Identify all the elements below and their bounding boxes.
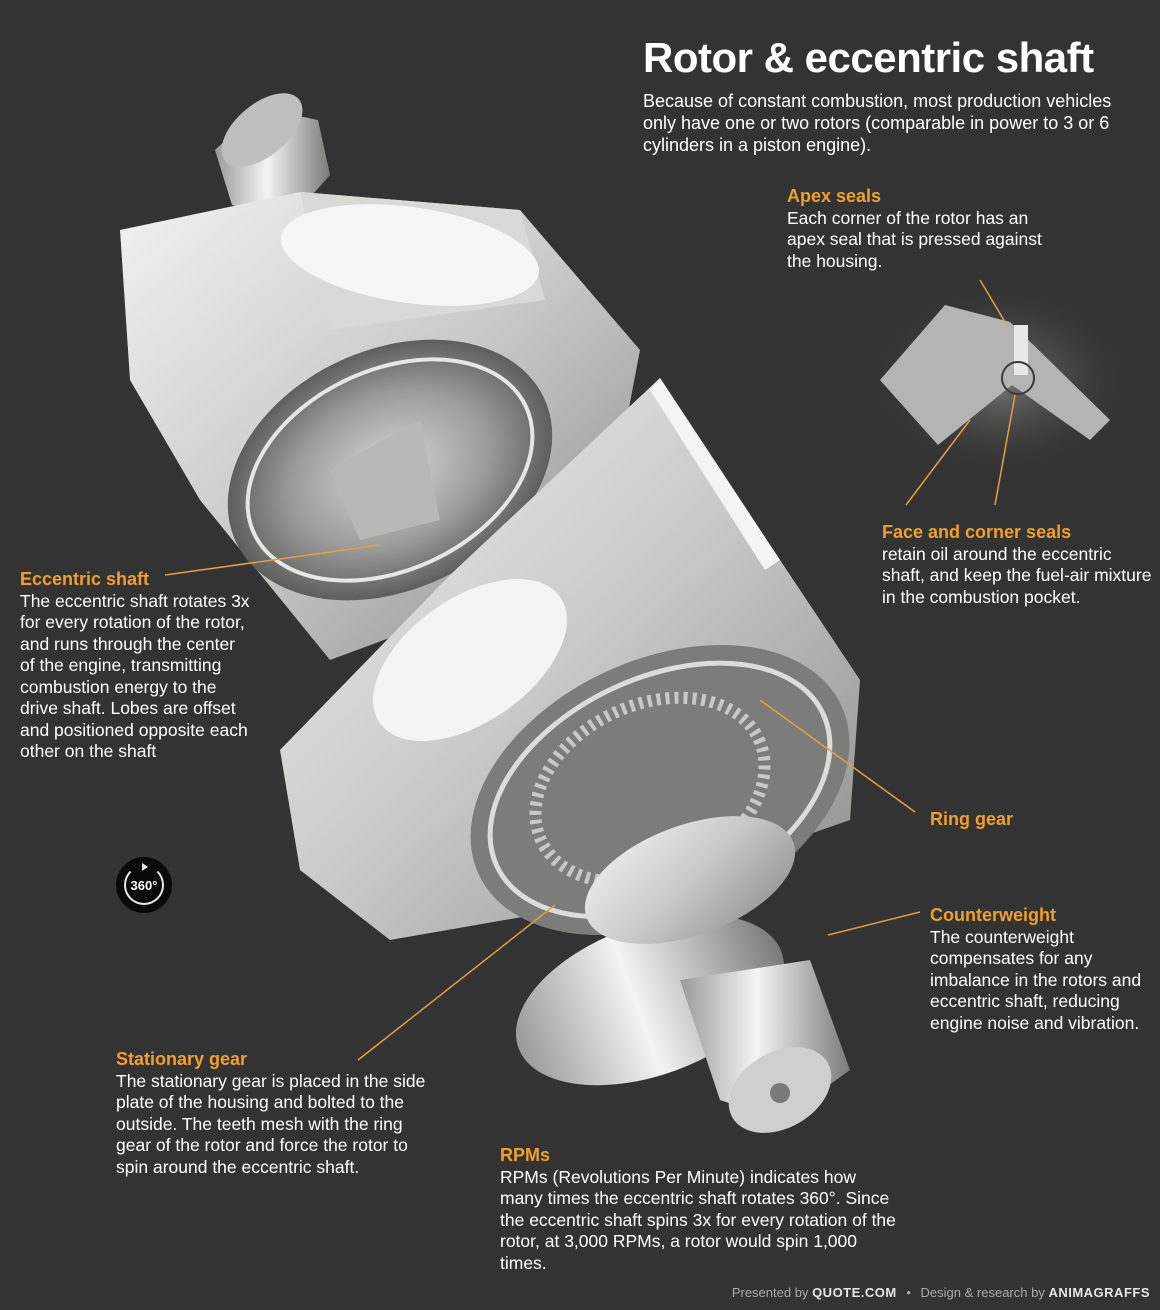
presenter-name: QUOTE.COM (812, 1285, 897, 1300)
leader-stationary-gear (357, 904, 556, 1061)
callout-body: The stationary gear is placed in the sid… (116, 1070, 426, 1177)
callout-stationary-gear: Stationary gear The stationary gear is p… (116, 1049, 436, 1178)
counterweight-assembly (515, 816, 850, 1133)
leader-lines (164, 279, 1016, 1061)
callout-heading: Ring gear (930, 809, 1014, 829)
callout-body: The counterweight compensates for any im… (930, 926, 1142, 1033)
footer-separator: • (906, 1285, 911, 1300)
callout-eccentric-shaft: Eccentric shaft The eccentric shaft rota… (20, 569, 250, 763)
designer-name: ANIMAGRAFFS (1048, 1285, 1150, 1300)
callout-apex-seals: Apex seals Each corner of the rotor has … (787, 186, 1047, 272)
callout-ring-gear: Ring gear (930, 809, 1130, 831)
callout-body: RPMs (Revolutions Per Minute) indicates … (500, 1166, 896, 1273)
callout-heading: Face and corner seals (882, 522, 1072, 542)
callout-body: The eccentric shaft rotates 3x for every… (20, 590, 250, 762)
leader-counterweight (827, 911, 921, 936)
page-title: Rotor & eccentric shaft (643, 34, 1094, 81)
leader-eccentric-shaft (164, 544, 381, 576)
design-label: Design & research by (920, 1285, 1045, 1300)
callout-body: retain oil around the eccentric shaft, a… (882, 543, 1152, 607)
apex-seal-detail (860, 280, 1140, 480)
callout-heading: Stationary gear (116, 1049, 248, 1069)
rotate-360-icon (124, 865, 164, 905)
callout-counterweight: Counterweight The counterweight compensa… (930, 905, 1145, 1034)
leader-apex-seals (979, 279, 1006, 323)
callout-body: Each corner of the rotor has an apex sea… (787, 207, 1042, 271)
callout-heading: Eccentric shaft (20, 569, 150, 589)
rotate-360-label: 360° (130, 877, 158, 893)
leader-ring-gear (759, 699, 916, 813)
leader-face-seal-1 (905, 419, 971, 506)
upper-shaft (215, 93, 330, 220)
rotate-360-button[interactable]: 360° (116, 857, 172, 913)
rotate-arrow-icon (142, 863, 148, 871)
callout-face-corner-seals: Face and corner seals retain oil around … (882, 522, 1152, 608)
credits-footer: Presented by QUOTE.COM • Design & resear… (732, 1285, 1150, 1300)
callout-heading: RPMs (500, 1145, 551, 1165)
callout-heading: Apex seals (787, 186, 882, 206)
intro-text: Because of constant combustion, most pro… (643, 91, 1112, 155)
callout-heading: Counterweight (930, 905, 1056, 925)
leader-face-seal-2 (994, 394, 1016, 506)
presented-by-label: Presented by (731, 1285, 809, 1300)
callout-rpms: RPMs RPMs (Revolutions Per Minute) indic… (500, 1145, 900, 1274)
